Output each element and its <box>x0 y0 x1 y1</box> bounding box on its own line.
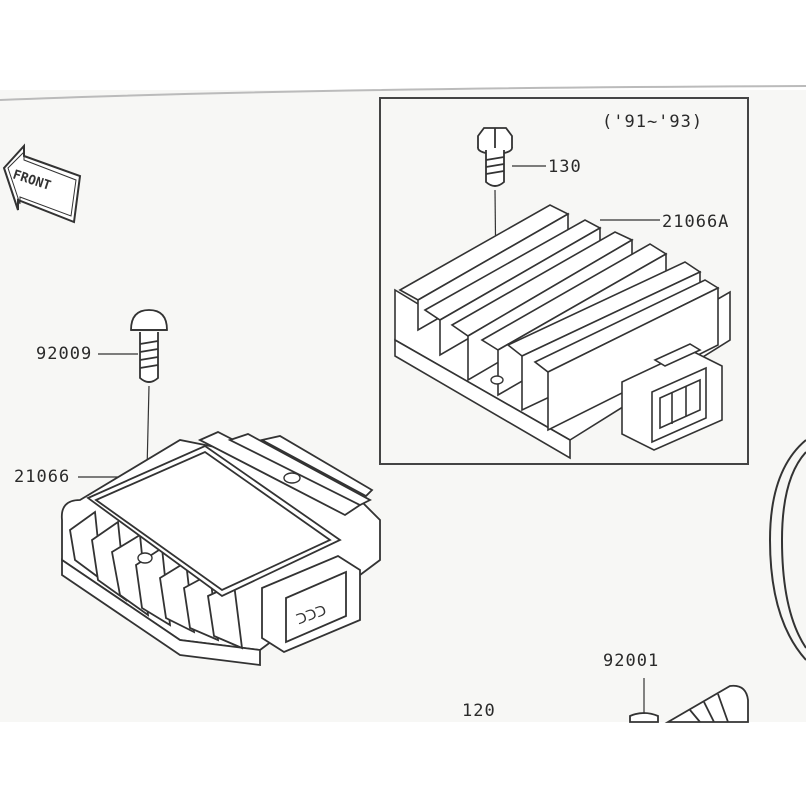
bolt-92009-icon <box>130 309 168 383</box>
part-number-21066a: 21066A <box>662 212 730 232</box>
inset-years-label: ('91~'93) <box>602 112 704 132</box>
part-number-21066: 21066 <box>14 467 71 487</box>
inset-frame <box>379 97 749 465</box>
regulator-21066-icon: ᑐᑐᑐ <box>60 431 381 667</box>
front-arrow-icon: FRONT <box>2 143 82 224</box>
part-number-130: 130 <box>548 157 582 177</box>
fitting-92001-icon <box>629 684 749 723</box>
part-number-120: 120 <box>462 701 496 721</box>
part-number-92001: 92001 <box>603 651 660 671</box>
cable-icon <box>768 439 806 661</box>
bolt-130-icon <box>477 127 513 187</box>
part-number-92009: 92009 <box>36 344 93 364</box>
regulator-21066a-icon <box>394 204 731 460</box>
